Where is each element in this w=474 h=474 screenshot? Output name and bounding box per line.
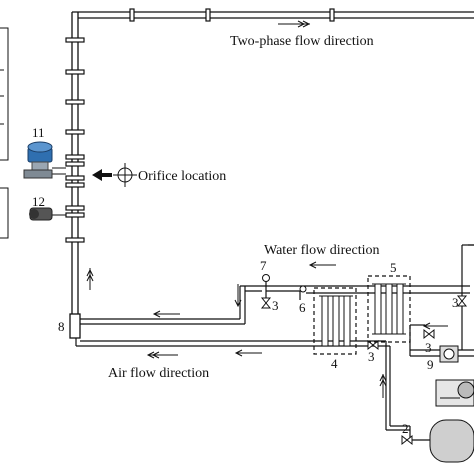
water-down-arrow-icon bbox=[234, 284, 242, 308]
pump-left-arrow-icon bbox=[422, 322, 448, 330]
label-12: 12 bbox=[32, 194, 45, 209]
air-arrow-icon bbox=[146, 351, 178, 359]
top-pipe-flanges bbox=[129, 8, 335, 22]
water-left-arrow-icon bbox=[152, 310, 180, 318]
pump-icon bbox=[439, 345, 459, 363]
water-arrow-icon bbox=[308, 261, 336, 269]
two-phase-label: Two-phase flow direction bbox=[230, 34, 374, 49]
label-3-bottom: 3 bbox=[368, 349, 375, 364]
valve-3a bbox=[260, 297, 272, 309]
label-7: 7 bbox=[260, 258, 267, 273]
air-up-arrows-icon bbox=[379, 373, 387, 398]
valve-7 bbox=[262, 274, 270, 282]
label-4: 4 bbox=[331, 356, 338, 371]
flowmeters-4 bbox=[319, 295, 353, 347]
sensor-probe-icon bbox=[29, 207, 53, 221]
orifice-crosshair-icon bbox=[113, 163, 137, 187]
orifice-label: Orifice location bbox=[138, 169, 226, 184]
valve-3d bbox=[456, 295, 468, 307]
flowmeter-group-5 bbox=[367, 275, 411, 343]
valve-3b bbox=[367, 339, 379, 351]
label-3-right: 3 bbox=[425, 340, 432, 355]
compressor-icon bbox=[429, 379, 474, 463]
flowmeter-group-4 bbox=[313, 287, 357, 355]
flowmeters-5 bbox=[372, 283, 406, 335]
pressure-transmitter-icon bbox=[23, 141, 53, 179]
orifice-arrow-icon bbox=[92, 169, 112, 181]
water-flow-label: Water flow direction bbox=[264, 243, 380, 258]
riser-flanges bbox=[65, 37, 85, 243]
air-left-arrow-2-icon bbox=[234, 349, 262, 357]
label-3-left: 3 bbox=[272, 298, 279, 313]
label-11: 11 bbox=[32, 125, 45, 140]
valve-6 bbox=[299, 285, 307, 293]
label-6: 6 bbox=[299, 300, 306, 315]
two-phase-arrow-icon bbox=[278, 20, 311, 28]
label-9: 9 bbox=[427, 357, 434, 372]
label-3-far-right: 3 bbox=[452, 295, 459, 310]
valve-3c bbox=[423, 328, 435, 340]
left-edge-brackets bbox=[0, 27, 9, 239]
mixer bbox=[69, 313, 81, 339]
label-8: 8 bbox=[58, 319, 65, 334]
label-5: 5 bbox=[390, 260, 397, 275]
sensor-taps bbox=[50, 167, 66, 216]
valve-2 bbox=[401, 434, 413, 446]
label-2: 2 bbox=[402, 421, 409, 436]
riser-up-arrows-icon bbox=[86, 268, 94, 290]
riser-pipe bbox=[71, 11, 474, 322]
air-flow-label: Air flow direction bbox=[108, 366, 209, 381]
